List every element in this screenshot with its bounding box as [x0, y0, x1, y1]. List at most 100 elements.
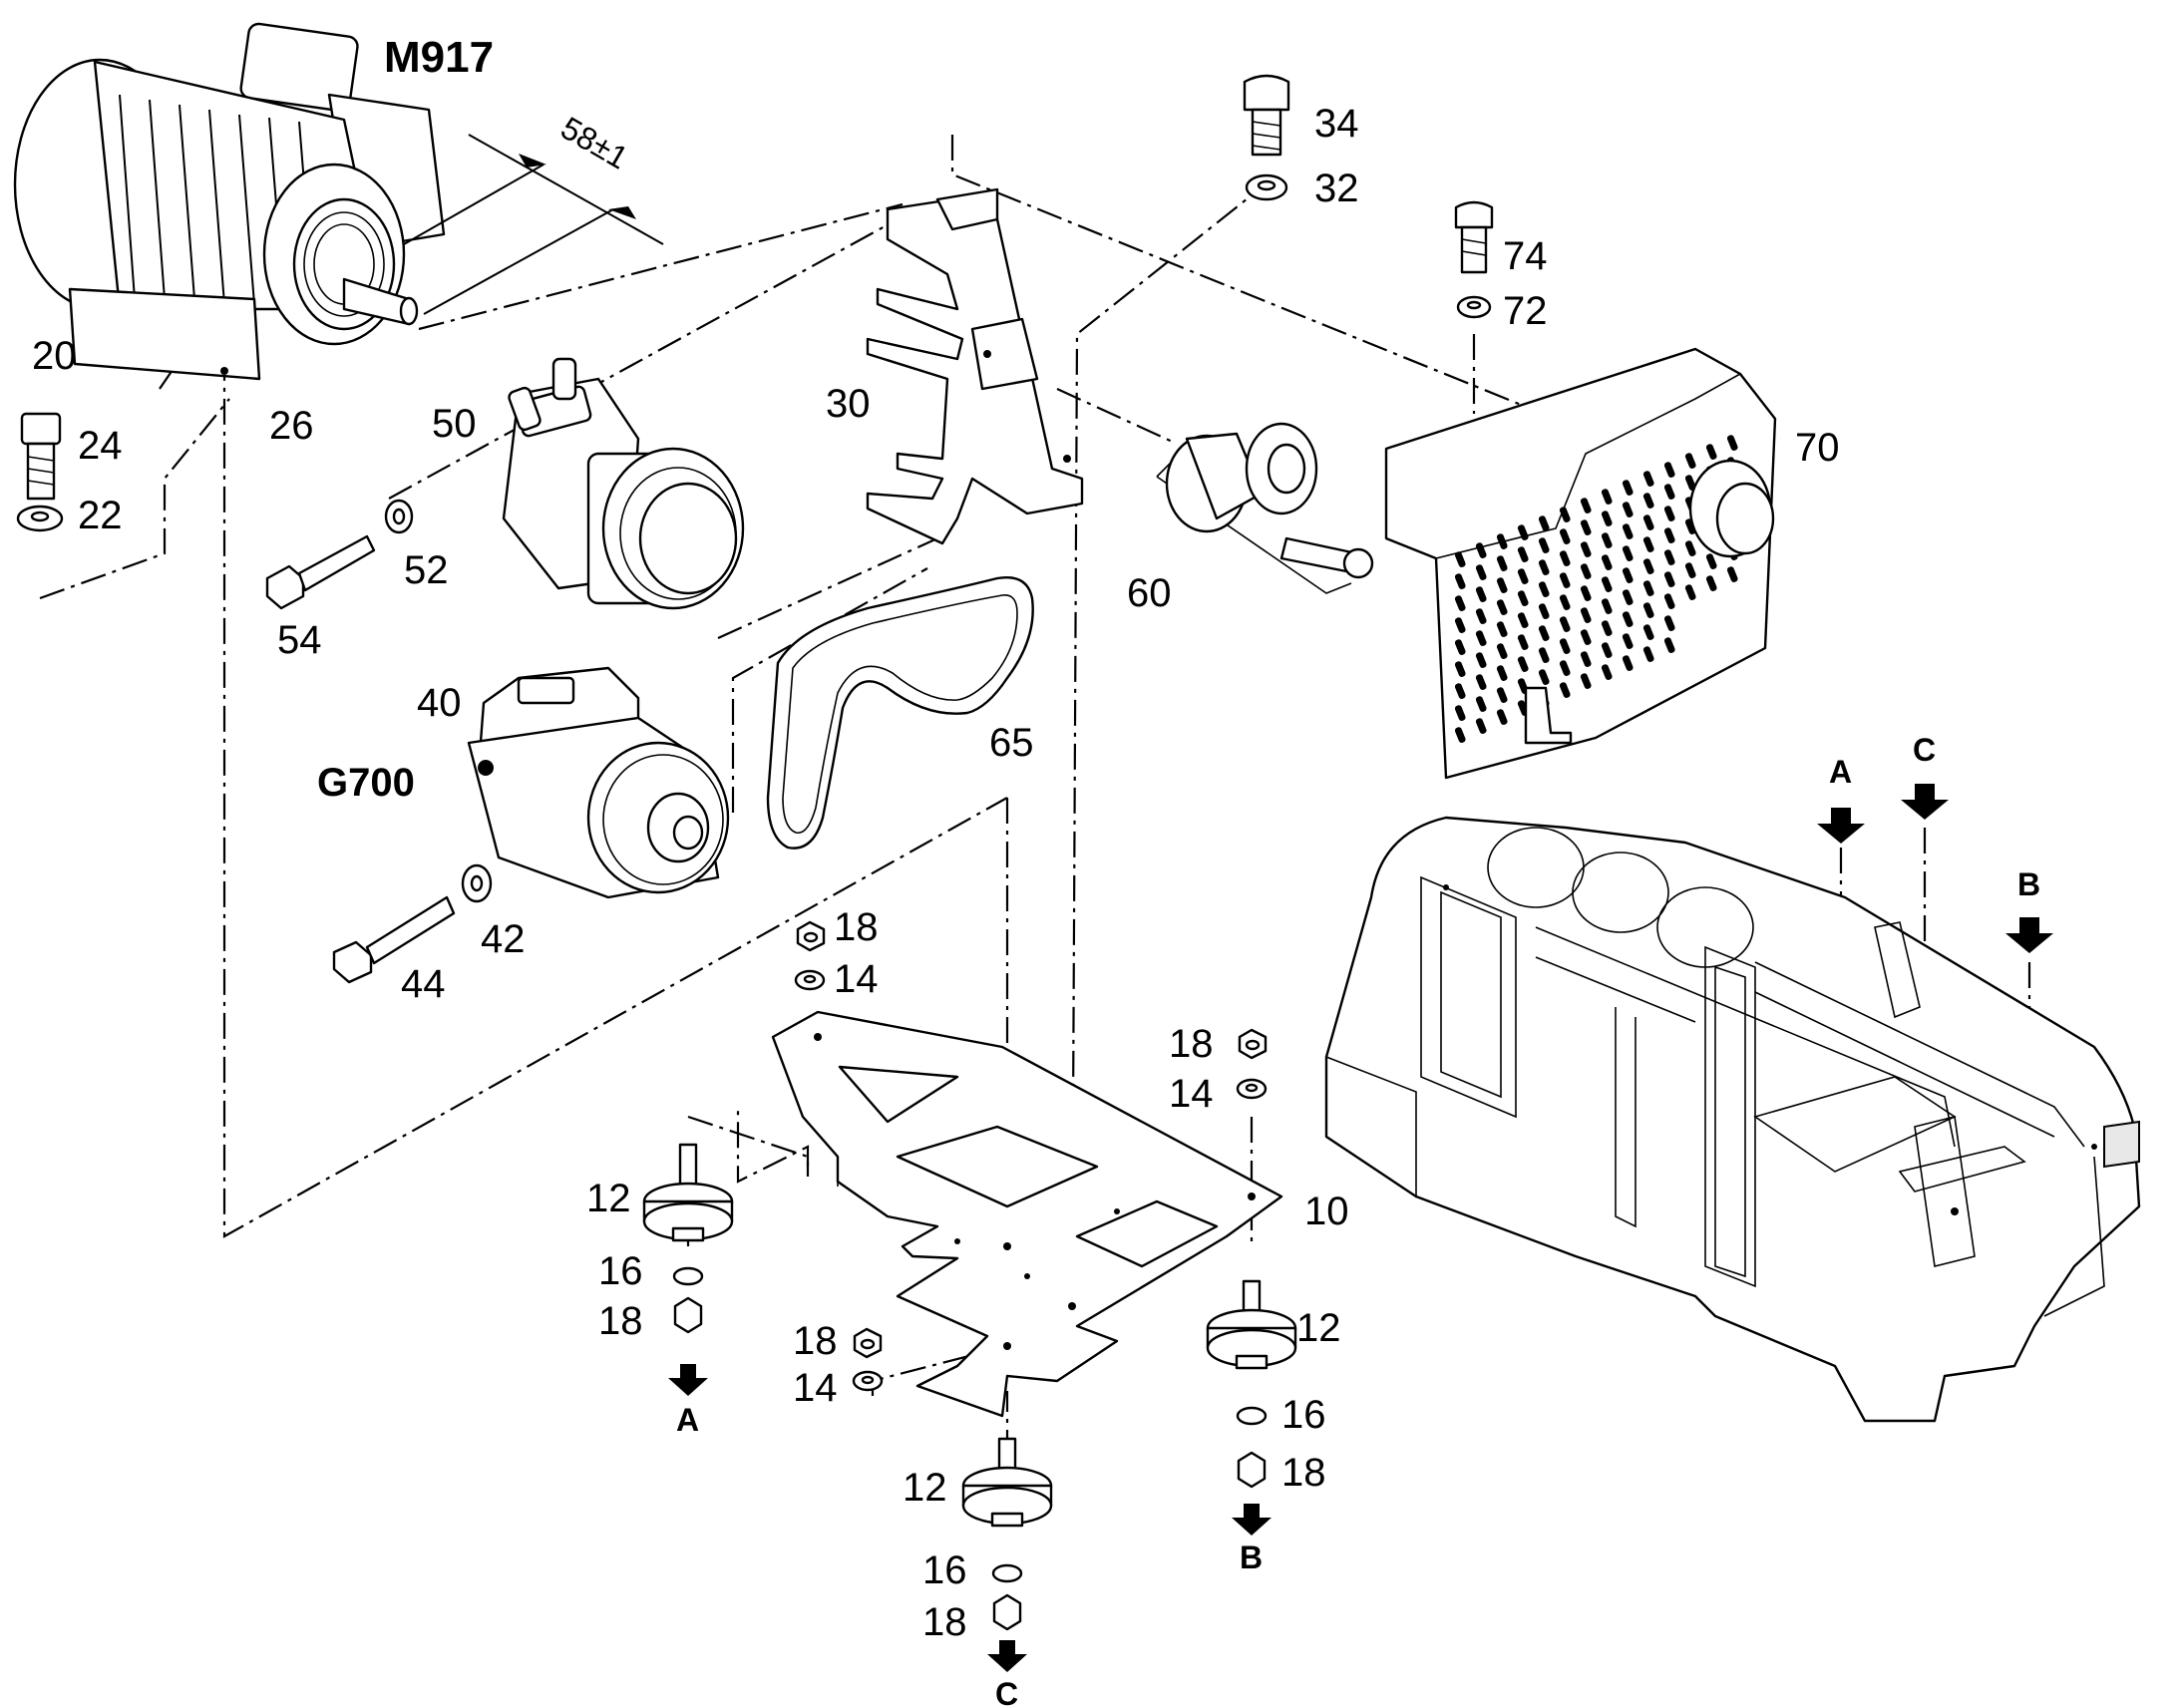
vent-slot	[1475, 586, 1487, 602]
vent-slot	[1496, 555, 1508, 571]
marker-b-bottom: B	[1240, 1539, 1263, 1575]
vent-slot	[1559, 550, 1571, 566]
nut-18-top-left	[796, 920, 826, 952]
callout-18-right: 18	[1281, 1451, 1326, 1495]
vent-slot	[1454, 617, 1466, 633]
vent-slot	[1622, 502, 1634, 517]
vent-slot	[1622, 633, 1634, 649]
vent-slot	[1559, 682, 1571, 698]
marker-labels: A B C A C B	[676, 732, 2040, 1708]
bolt-44	[332, 895, 456, 984]
vent-slot	[1559, 616, 1571, 632]
washer-14-bottom-mid	[852, 1370, 884, 1392]
vent-slot	[1538, 515, 1550, 531]
vent-slot	[1580, 519, 1592, 535]
washer-22	[16, 505, 64, 532]
vent-slot	[1642, 558, 1654, 574]
vent-slot	[1475, 564, 1487, 580]
vent-slot	[1517, 590, 1529, 606]
callout-18-top-left: 18	[834, 905, 879, 949]
vent-slot	[1475, 608, 1487, 624]
callout-24: 24	[78, 424, 123, 468]
vent-slot	[1538, 537, 1550, 553]
vent-slot	[1684, 453, 1696, 469]
vent-slot	[1684, 475, 1696, 491]
vent-slot	[1496, 533, 1508, 549]
vent-slot	[1580, 585, 1592, 601]
cover-vent-slots	[1454, 435, 1738, 743]
vent-slot	[1642, 624, 1654, 640]
washer-32	[1245, 173, 1288, 201]
callout-16-left: 16	[598, 1249, 643, 1293]
arrow-c-bottom	[987, 1640, 1027, 1672]
vent-slot	[1517, 634, 1529, 650]
bolt-24	[20, 412, 62, 501]
callout-labels: 20 24 22 26 50 52 54 30 34 32 74 72 70 6…	[32, 102, 1840, 1644]
vent-slot	[1601, 511, 1613, 526]
vent-slot	[1580, 498, 1592, 513]
electric-motor	[13, 22, 446, 381]
washer-42	[461, 863, 493, 903]
vent-slot	[1454, 595, 1466, 611]
nut-18-bottom-mid	[853, 1327, 883, 1359]
vent-slot	[1663, 484, 1675, 500]
callout-32: 32	[1314, 167, 1359, 210]
vent-slot	[1642, 646, 1654, 662]
bolt-74	[1454, 200, 1494, 274]
vent-slot	[1726, 435, 1738, 451]
marker-b-frame: B	[2017, 866, 2040, 902]
vent-slot	[1663, 549, 1675, 565]
vent-slot	[1663, 593, 1675, 609]
callout-54: 54	[277, 618, 322, 662]
vent-slot	[1684, 562, 1696, 578]
vent-slot	[1496, 643, 1508, 659]
vent-slot	[1496, 599, 1508, 615]
vent-slot	[1601, 642, 1613, 658]
vent-slot	[1622, 589, 1634, 605]
washer-14-top-left	[794, 969, 826, 991]
vent-slot	[1538, 581, 1550, 597]
vent-slot	[1517, 524, 1529, 540]
vent-slot	[1538, 559, 1550, 575]
callout-44: 44	[401, 962, 446, 1006]
arrow-b-bottom	[1232, 1504, 1272, 1536]
callout-14-bottom-mid: 14	[793, 1366, 838, 1410]
callout-16-bottom: 16	[922, 1548, 967, 1592]
callout-14-top-right: 14	[1169, 1072, 1214, 1116]
marker-a-frame: A	[1829, 754, 1852, 790]
vent-slot	[1622, 611, 1634, 627]
vent-slot	[1642, 536, 1654, 552]
callout-40: 40	[417, 681, 462, 725]
vent-slot	[1601, 598, 1613, 614]
mounting-bracket	[866, 187, 1084, 545]
vent-slot	[1538, 603, 1550, 619]
vent-slot	[1580, 651, 1592, 667]
vent-slot	[1538, 647, 1550, 663]
vent-slot	[1475, 674, 1487, 690]
vent-slot	[1663, 637, 1675, 653]
vent-slot	[1517, 568, 1529, 584]
vent-slot	[1559, 528, 1571, 544]
vent-slot	[1517, 612, 1529, 628]
rubber-mount-left	[642, 1143, 734, 1334]
vent-slot	[1559, 594, 1571, 610]
vent-slot	[1580, 541, 1592, 557]
callout-70: 70	[1795, 426, 1840, 470]
vent-slot	[1601, 489, 1613, 505]
belt-tensioner	[1156, 422, 1374, 594]
vent-slot	[1642, 514, 1654, 530]
vent-slot	[1622, 480, 1634, 496]
vent-slot	[1684, 518, 1696, 534]
bolt-54	[265, 534, 376, 610]
vent-slot	[1559, 507, 1571, 522]
vent-slot	[1454, 661, 1466, 677]
vent-slot	[1642, 602, 1654, 618]
callout-10: 10	[1304, 1190, 1349, 1233]
vent-slot	[1601, 576, 1613, 592]
vent-slot	[1517, 656, 1529, 672]
callout-65: 65	[989, 721, 1034, 765]
belt-guard-cover	[1384, 347, 1777, 780]
rubber-mount-right	[1206, 1279, 1297, 1489]
callout-22: 22	[78, 494, 123, 537]
